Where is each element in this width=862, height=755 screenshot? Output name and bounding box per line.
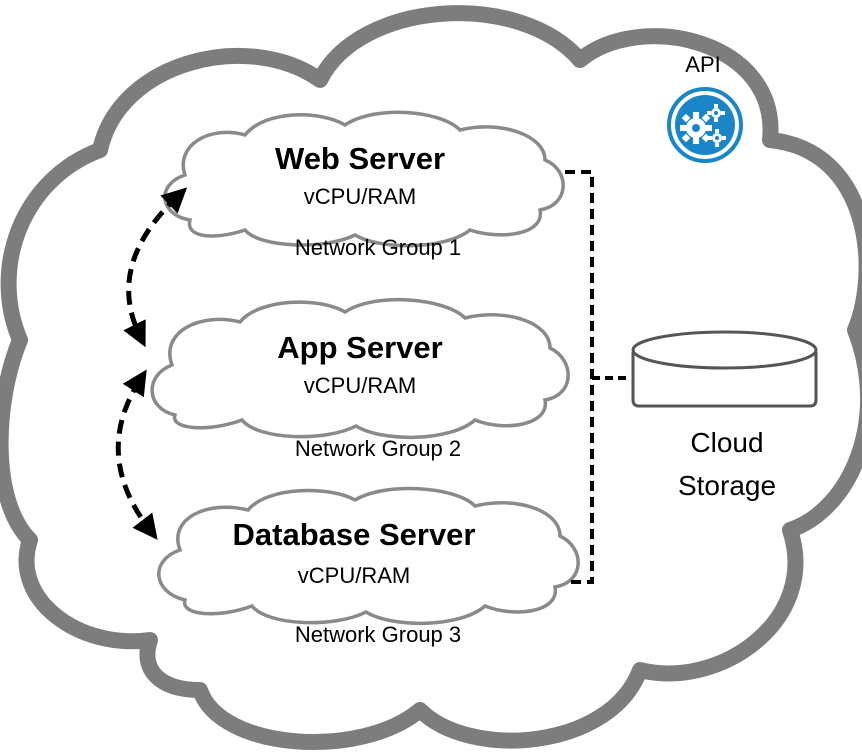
app-server-spec: vCPU/RAM — [303, 373, 417, 398]
network-group-2: Network Group 2 — [294, 436, 462, 461]
api-label: API — [685, 52, 721, 77]
database-server-spec: vCPU/RAM — [297, 563, 411, 588]
network-group-3: Network Group 3 — [294, 622, 462, 647]
app-database-arrow — [115, 369, 158, 540]
web-server-title: Web Server — [274, 141, 446, 176]
disk-cylinder-icon — [631, 330, 818, 408]
cloud-storage-label-line2: Storage — [675, 468, 779, 504]
gears-icon — [667, 87, 743, 163]
web-server-cloud — [163, 110, 565, 248]
database-server-title: Database Server — [232, 517, 476, 552]
app-server-cloud — [150, 297, 570, 439]
database-server-cloud — [157, 486, 580, 625]
network-group-1: Network Group 1 — [294, 235, 462, 260]
cloud-storage-label-line1: Cloud — [688, 425, 766, 461]
app-server-title: App Server — [277, 330, 443, 365]
web-server-spec: vCPU/RAM — [303, 184, 417, 209]
web-app-arrow — [123, 187, 188, 348]
